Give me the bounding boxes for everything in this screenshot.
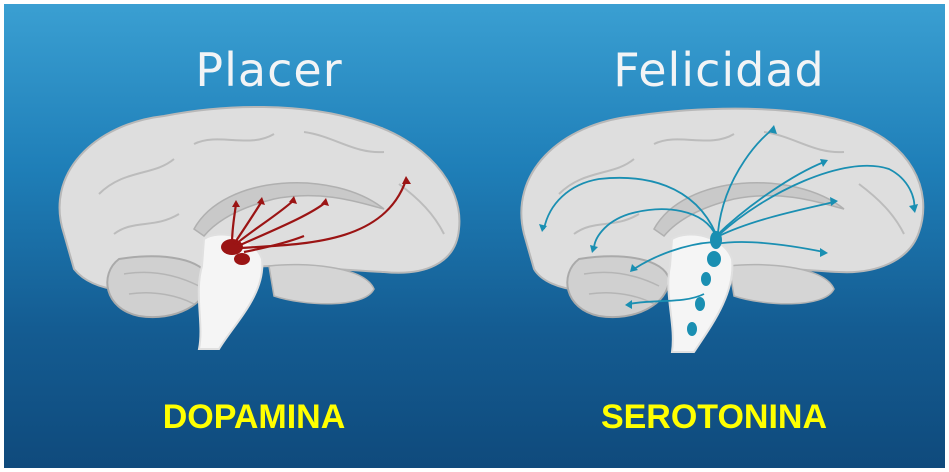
right-cerebellum xyxy=(567,256,669,317)
right-brainstem xyxy=(668,235,732,352)
diagram-frame: Placer Felicidad xyxy=(4,4,945,468)
serotonina-label: SEROTONINA xyxy=(544,392,884,442)
dopamina-label: DOPAMINA xyxy=(84,392,424,442)
